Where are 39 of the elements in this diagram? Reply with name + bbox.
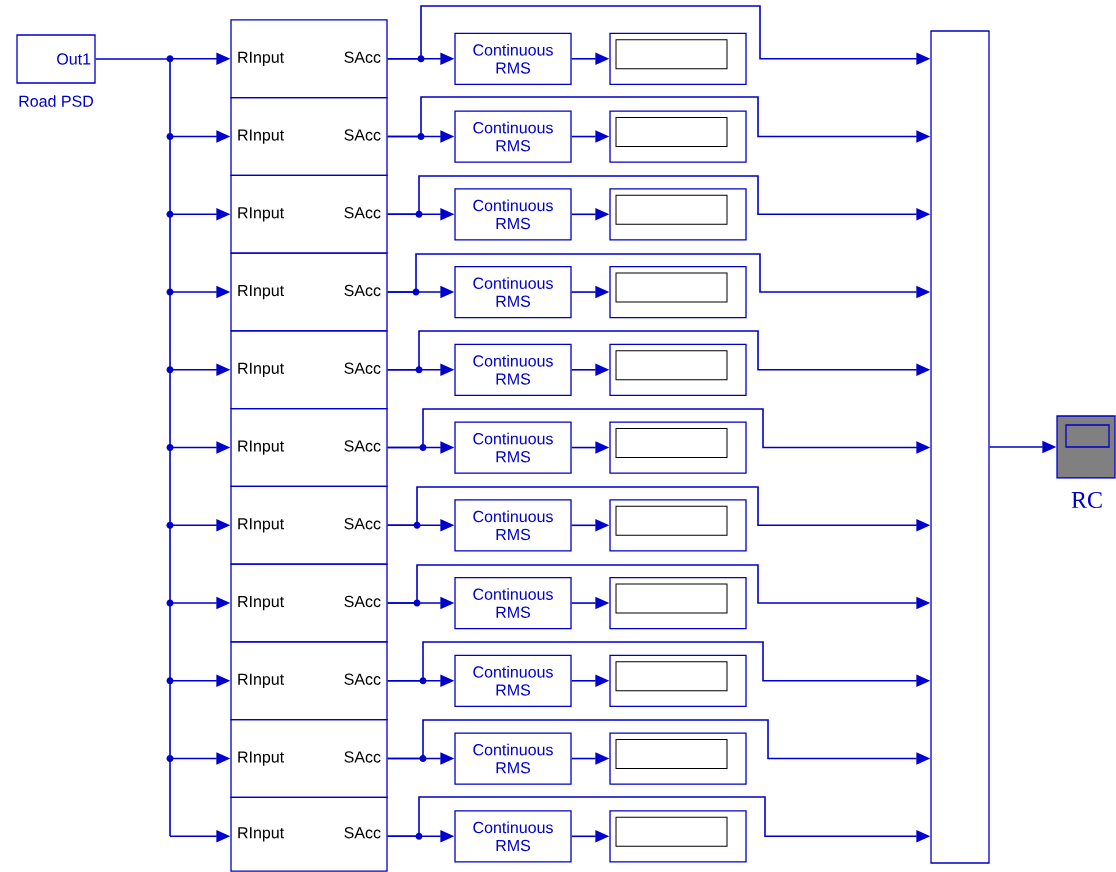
display-block: [609, 654, 747, 707]
rms-block: Continuous RMS: [454, 188, 572, 241]
rms-block: Continuous RMS: [454, 265, 572, 319]
subsystem-block: RInput SAcc: [230, 252, 388, 332]
rms-block: Continuous RMS: [454, 576, 572, 630]
rms-block: Continuous RMS: [454, 110, 572, 163]
outport-block: Out1: [16, 34, 96, 84]
rms-block: Continuous RMS: [454, 732, 572, 785]
subsystem-block: RInput SAcc: [230, 408, 388, 488]
block-label: Road PSD: [19, 95, 93, 107]
display-block: [609, 110, 747, 163]
rms-block: Continuous RMS: [454, 343, 572, 396]
subsystem-block: RInput SAcc: [230, 97, 388, 177]
display-block: [609, 499, 747, 552]
display-block: [609, 188, 747, 241]
display-block: [609, 732, 747, 785]
subsystem-block: RInput SAcc: [230, 641, 388, 721]
display-block: [609, 421, 747, 474]
display-block: [609, 265, 747, 319]
subsystem-block: RInput SAcc: [230, 563, 388, 643]
display-block: [609, 810, 747, 863]
rms-block: Continuous RMS: [454, 32, 572, 85]
mux-bar: [930, 30, 990, 864]
subsystem-block: RInput SAcc: [230, 485, 388, 565]
subsystem-block: RInput SAcc: [230, 796, 388, 872]
display-block: [609, 343, 747, 396]
display-block: [609, 32, 747, 85]
subsystem-block: RInput SAcc: [230, 174, 388, 254]
subsystem-block: RInput SAcc: [230, 330, 388, 410]
rms-block: Continuous RMS: [454, 499, 572, 552]
display-block: [609, 576, 747, 630]
signal-line: [94, 58, 171, 838]
subsystem-block: RInput SAcc: [230, 719, 388, 799]
rms-block: Continuous RMS: [454, 421, 572, 474]
subsystem-block: RInput SAcc: [230, 19, 388, 99]
scope-block: [1056, 415, 1116, 479]
block-label: RC: [1071, 491, 1102, 509]
rms-block: Continuous RMS: [454, 654, 572, 707]
rms-block: Continuous RMS: [454, 810, 572, 863]
